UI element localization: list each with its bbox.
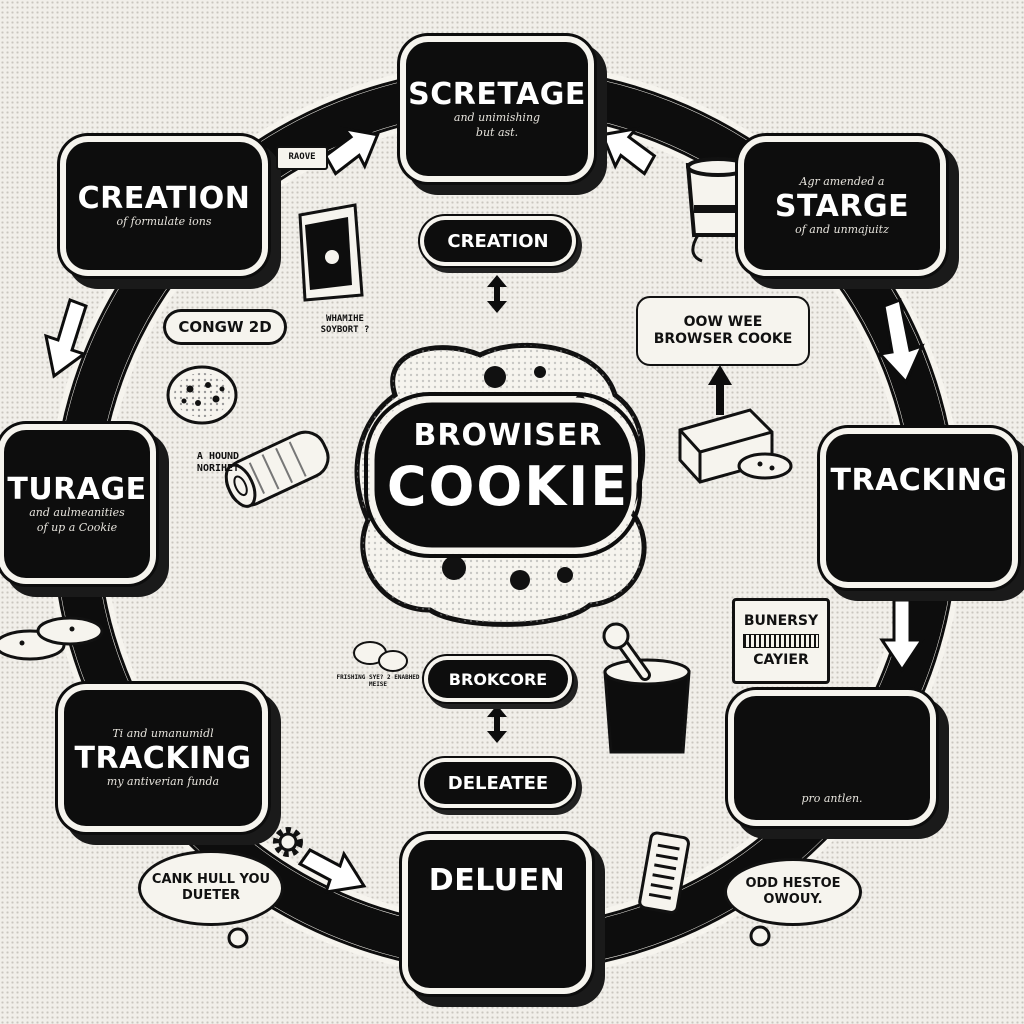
- center-title-line1: BROWISER: [413, 418, 603, 453]
- speech-cloud-left: CANK HULL YOU DUETER: [138, 850, 284, 926]
- arrow-icon: [879, 598, 925, 673]
- cloud-line: ODD HESTOE: [745, 875, 841, 891]
- stage-subtitle: of up a Cookie: [36, 520, 118, 534]
- cup-icon: [685, 157, 751, 263]
- double-arrows: [487, 275, 732, 743]
- arrow-icon: [44, 298, 88, 379]
- stage-title: DELUEN: [428, 863, 566, 898]
- stage-subtitle: and aulmeanities: [29, 506, 125, 520]
- stage-subtitle: and unimishing: [453, 111, 541, 125]
- stage-title: TRACKING: [74, 740, 252, 776]
- note-line: SOYBORT ?: [320, 325, 370, 335]
- stage-panel-top: SCRETAGE and unimishing but ast.: [406, 42, 588, 176]
- gear-icon: [273, 827, 303, 857]
- pill-deleatee: DELEATEE: [424, 762, 572, 804]
- arrow-icon: [877, 297, 925, 385]
- note-browser-cookie: OOW WEE BROWSER COOKE: [636, 296, 810, 366]
- arrow-icon: [600, 126, 657, 176]
- tag-icon: [638, 831, 690, 914]
- cookie-icon: [353, 641, 408, 672]
- double-arrow-icon: [487, 275, 507, 313]
- pill-brokcore: BROKCORE: [428, 660, 568, 698]
- cloud-line: DUETER: [182, 888, 240, 903]
- stage-subtitle: Ti and umanumidl: [112, 727, 214, 741]
- stage-panel-tracking-right: TRACKING: [826, 434, 1012, 582]
- stage-title: TRACKING: [830, 463, 1008, 498]
- stage-panel-tracking-left: Ti and umanumidl TRACKING my antiverian …: [64, 690, 262, 826]
- stage-panel-creation: CREATION of formulate ions: [66, 142, 262, 270]
- stage-title: TURAGE: [7, 472, 147, 508]
- note-line: A HOUND: [196, 450, 240, 462]
- stage-panel-deluen: DELUEN: [408, 840, 586, 988]
- center-title-line2: COOKIE: [386, 455, 630, 518]
- pot-icon: [602, 622, 691, 754]
- pill-congw: CONGW 2D: [166, 312, 284, 342]
- ring-arrows: [44, 126, 925, 894]
- cookie-stack-icon: [0, 616, 104, 661]
- cookie-icon: [166, 365, 238, 425]
- door-icon: [298, 203, 364, 302]
- pill-creation: CREATION: [424, 220, 572, 262]
- note-line: BUNERSY: [743, 612, 819, 629]
- note-line: OOW WEE: [683, 313, 763, 330]
- center-title: BROWISER COOKIE: [385, 418, 631, 518]
- stage-subtitle: my antiverian funda: [106, 774, 220, 788]
- stage-panel-bottom-right: pro antlen.: [734, 696, 930, 820]
- center-cookie: [354, 342, 647, 627]
- rolled-paper-icon: [224, 430, 330, 508]
- note-sovbort: WHAMIHE SOYBORT ?: [300, 305, 390, 345]
- note-line: FRISHING SYE? 2 ENABHED MEISE: [336, 673, 420, 689]
- note-line: BROWSER COOKE: [653, 331, 793, 347]
- stage-panel-turage: TURAGE and aulmeanities of up a Cookie: [4, 430, 150, 578]
- speech-cloud-right: ODD HESTOE OWOUY.: [724, 858, 862, 926]
- double-arrow-icon: [487, 705, 507, 743]
- arrow-up-icon: [708, 365, 732, 415]
- cloud-line: CANK HULL YOU: [151, 871, 271, 887]
- note-barcode: [743, 634, 819, 648]
- note-raove: RAOVE: [276, 146, 328, 170]
- stage-panel-starge: Agr amended a STARGE of and unmajuitz: [744, 142, 940, 270]
- arrow-icon: [323, 126, 380, 176]
- arrow-icon: [297, 848, 367, 894]
- stage-subtitle: of formulate ions: [116, 215, 212, 229]
- note-line: NORIHET: [196, 463, 240, 474]
- stage-subtitle: of and unmajuitz: [795, 222, 889, 236]
- note-line: CAYIER: [753, 652, 809, 668]
- note-frishing: FRISHING SYE? 2 ENABHED MEISE: [330, 668, 426, 694]
- stage-subtitle: but ast.: [475, 125, 519, 139]
- stage-subtitle: pro antlen.: [801, 791, 863, 805]
- note-bunersy: BUNERSY CAYIER: [732, 598, 830, 684]
- stage-title: SCRETAGE: [408, 77, 586, 113]
- note-line: WHAMIHE: [326, 313, 364, 324]
- stage-title: STARGE: [774, 188, 910, 224]
- cake-slice-icon: [678, 408, 793, 484]
- stage-subtitle: Agr amended a: [799, 175, 885, 189]
- stage-title: CREATION: [77, 181, 251, 217]
- cloud-line: OWOUY.: [763, 892, 823, 907]
- note-a-hound: A HOUND NORIHET: [172, 444, 264, 482]
